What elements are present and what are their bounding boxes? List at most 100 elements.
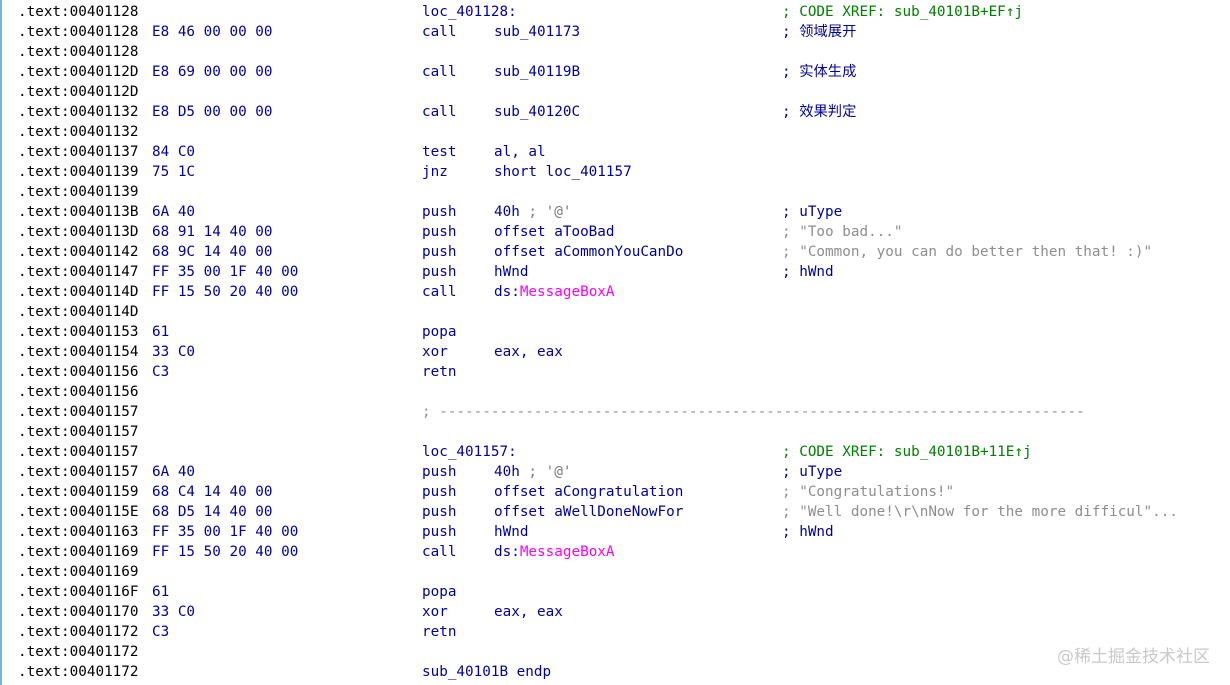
instruction-operand[interactable]: eax, eax [494, 602, 563, 622]
instruction-mnemonic[interactable]: push [422, 244, 457, 260]
operand-part[interactable]: 40h [494, 204, 520, 220]
instruction-operand[interactable]: ds:MessageBoxA [494, 542, 615, 562]
instruction-mnemonic[interactable]: call [422, 544, 457, 560]
line-address[interactable]: .text:00401142 [18, 244, 139, 260]
code-line[interactable]: .text:00401128 [0, 42, 1230, 62]
line-address[interactable]: .text:0040115E [18, 504, 139, 520]
line-address[interactable]: .text:00401172 [18, 624, 139, 640]
instruction-operand[interactable]: hWnd [494, 262, 528, 282]
instruction-operand[interactable]: offset aTooBad [494, 222, 615, 242]
line-address[interactable]: .text:00401132 [18, 104, 139, 120]
operand-part[interactable]: ; '@' [519, 204, 572, 220]
instruction-mnemonic[interactable]: test [422, 144, 457, 160]
instruction-mnemonic[interactable]: push [422, 464, 457, 480]
code-line[interactable]: .text:0040112D [0, 82, 1230, 102]
code-line[interactable]: .text:00401169 [0, 562, 1230, 582]
operand-part[interactable]: sub_40119B [494, 64, 581, 80]
instruction-mnemonic[interactable]: call [422, 284, 457, 300]
code-line[interactable]: .text:0040114D [0, 302, 1230, 322]
operand-part[interactable]: eax, eax [494, 344, 563, 360]
instruction-mnemonic[interactable]: popa [422, 324, 457, 340]
code-line[interactable]: .text:00401157; ------------------------… [0, 402, 1230, 422]
line-address[interactable]: .text:00401172 [18, 664, 139, 680]
line-address[interactable]: .text:00401128 [18, 44, 139, 60]
line-address[interactable]: .text:00401169 [18, 544, 139, 560]
operand-part[interactable]: eax, eax [494, 604, 563, 620]
instruction-operand[interactable]: offset aWellDoneNowFor [494, 502, 683, 522]
operand-part[interactable]: hWnd [494, 264, 529, 280]
line-address[interactable]: .text:0040116F [18, 584, 139, 600]
operand-part[interactable]: hWnd [494, 524, 529, 540]
code-line[interactable]: .text:00401132 [0, 122, 1230, 142]
line-address[interactable]: .text:0040112D [18, 64, 139, 80]
line-address[interactable]: .text:00401128 [18, 4, 139, 20]
operand-part[interactable]: 40h [494, 464, 520, 480]
line-address[interactable]: .text:00401156 [18, 384, 139, 400]
code-line[interactable]: .text:00401157 [0, 422, 1230, 442]
instruction-operand[interactable]: sub_40120C [494, 102, 580, 122]
instruction-mnemonic[interactable]: call [422, 64, 457, 80]
line-address[interactable]: .text:00401170 [18, 604, 139, 620]
line-address[interactable]: .text:00401157 [18, 424, 139, 440]
instruction-mnemonic[interactable]: call [422, 24, 457, 40]
instruction-operand[interactable]: 40h ; '@' [494, 202, 571, 222]
line-address[interactable]: .text:00401139 [18, 164, 139, 180]
line-address[interactable]: .text:00401159 [18, 484, 139, 500]
line-address[interactable]: .text:00401172 [18, 644, 139, 660]
instruction-mnemonic[interactable]: xor [422, 604, 448, 620]
operand-part[interactable]: sub_401173 [494, 24, 581, 40]
instruction-mnemonic[interactable]: push [422, 204, 457, 220]
instruction-mnemonic[interactable]: push [422, 524, 457, 540]
instruction-mnemonic[interactable]: retn [422, 364, 457, 380]
line-address[interactable]: .text:00401128 [18, 24, 139, 40]
instruction-operand[interactable]: sub_401173 [494, 22, 580, 42]
code-label[interactable]: loc_401128: [422, 4, 517, 20]
line-address[interactable]: .text:00401156 [18, 364, 139, 380]
line-address[interactable]: .text:00401157 [18, 404, 139, 420]
instruction-operand[interactable]: al, al [494, 142, 546, 162]
instruction-operand[interactable]: sub_40119B [494, 62, 580, 82]
instruction-operand[interactable]: eax, eax [494, 342, 563, 362]
instruction-mnemonic[interactable]: jnz [422, 164, 448, 180]
import-name[interactable]: MessageBoxA [519, 544, 615, 560]
line-address[interactable]: .text:00401157 [18, 444, 139, 460]
line-address[interactable]: .text:00401157 [18, 464, 139, 480]
line-address[interactable]: .text:00401132 [18, 124, 139, 140]
code-line[interactable]: .text:00401156 [0, 382, 1230, 402]
import-name[interactable]: MessageBoxA [519, 284, 615, 300]
instruction-mnemonic[interactable]: push [422, 484, 457, 500]
instruction-mnemonic[interactable]: xor [422, 344, 448, 360]
instruction-operand[interactable]: short loc_401157 [494, 162, 632, 182]
operand-part[interactable]: ds: [494, 284, 520, 300]
instruction-operand[interactable]: hWnd [494, 522, 528, 542]
instruction-mnemonic[interactable]: push [422, 504, 457, 520]
instruction-mnemonic[interactable]: call [422, 104, 457, 120]
line-address[interactable]: .text:00401169 [18, 564, 139, 580]
instruction-operand[interactable]: 40h ; '@' [494, 462, 571, 482]
instruction-mnemonic[interactable]: retn [422, 624, 457, 640]
code-line[interactable]: .text:00401139 [0, 182, 1230, 202]
line-address[interactable]: .text:0040113D [18, 224, 139, 240]
instruction-operand[interactable]: ds:MessageBoxA [494, 282, 615, 302]
line-address[interactable]: .text:0040114D [18, 284, 139, 300]
operand-part[interactable]: offset aWellDoneNowFor [494, 504, 684, 520]
